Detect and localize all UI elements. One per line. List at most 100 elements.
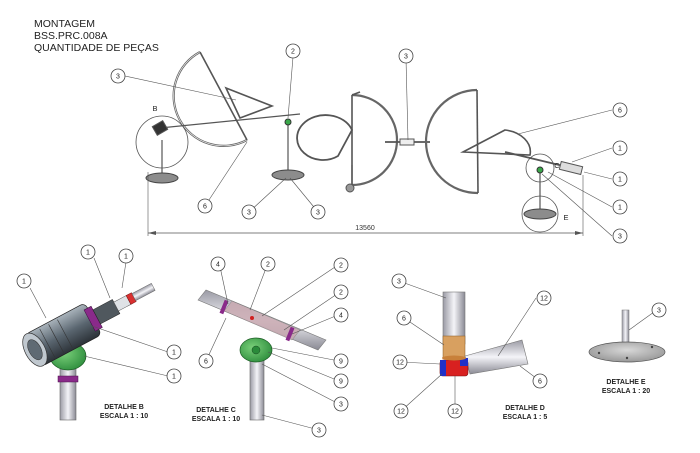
half-ring-3 (351, 93, 399, 187)
balloon-main-7: 1 (612, 199, 628, 215)
balloon-label: 3 (116, 74, 120, 81)
balloon-label: 9 (339, 359, 343, 366)
balloon-detail-c-4: 2 (333, 284, 349, 300)
balloon-detail-b-2: 1 (80, 244, 96, 260)
balloon-detail-c-5: 4 (333, 307, 349, 323)
detail-e-scale: ESCALA 1 : 20 (602, 388, 650, 395)
detail-e-letter: E (563, 213, 568, 222)
detail-b-leaders (29, 257, 169, 377)
balloon-detail-c-3: 2 (333, 257, 349, 273)
triangle-frame-2 (460, 129, 532, 156)
main-assembly-view (135, 51, 584, 236)
balloon-label: 4 (216, 262, 220, 269)
balloon-detail-d-4: 12 (536, 290, 552, 306)
balloon-label: 2 (291, 49, 295, 56)
balloon-detail-d-5: 12 (393, 403, 409, 419)
half-ring-1 (172, 51, 248, 147)
balloon-detail-c-8: 9 (333, 373, 349, 389)
balloon-label: 3 (404, 54, 408, 61)
main-leaders (124, 56, 613, 237)
item-balloons: 3 2 3 6 1 1 1 3 3 3 6 1 1 1 1 1 4 2 2 2 4 6 9 9 3 3 3 6 12 12 12 12 6 3 (16, 43, 667, 438)
balloon-main-1: 3 (110, 68, 126, 84)
balloon-detail-d-1: 3 (391, 273, 407, 289)
balloon-detail-c-2: 2 (260, 256, 276, 272)
balloon-detail-b-3: 1 (118, 248, 134, 264)
balloon-label: 1 (22, 279, 26, 286)
balloon-main-9: 3 (310, 204, 326, 220)
balloon-detail-d-2: 6 (396, 310, 412, 326)
half-ring-1-chord (199, 51, 248, 141)
detail-c-leaders (205, 261, 341, 431)
balloon-label: 12 (451, 409, 459, 416)
balloon-label: 6 (203, 204, 207, 211)
balloon-label: 1 (618, 177, 622, 184)
detail-c-title: DETALHE C (196, 407, 236, 414)
balloon-detail-d-3: 12 (392, 354, 408, 370)
balloon-detail-d-7: 6 (532, 373, 548, 389)
balloon-detail-b-5: 1 (166, 368, 182, 384)
balloon-main-6: 1 (612, 171, 628, 187)
balloon-label: 6 (204, 359, 208, 366)
balloon-label: 3 (657, 308, 661, 315)
balloon-detail-d-6: 12 (447, 403, 463, 419)
half-ring-1-inner (173, 51, 248, 147)
detail-e-title: DETALHE E (606, 379, 645, 386)
balloon-main-10: 3 (612, 228, 628, 244)
detail-b-scale: ESCALA 1 : 10 (100, 413, 148, 420)
balloon-label: 3 (618, 234, 622, 241)
balloon-main-2: 2 (285, 43, 301, 59)
balloon-label: 12 (396, 360, 404, 367)
detail-c-view (197, 289, 327, 421)
balloon-label: 1 (172, 350, 176, 357)
balloon-label: 6 (618, 108, 622, 115)
balloon-detail-c-6: 6 (198, 353, 214, 369)
balloon-label: 2 (339, 263, 343, 270)
title-line-1: MONTAGEM (34, 18, 96, 30)
balloon-label: 2 (266, 262, 270, 269)
detail-b-view (22, 282, 156, 421)
detail-b-letter: B (152, 104, 157, 113)
balloon-detail-c-9: 3 (333, 396, 349, 412)
balloon-label: 4 (339, 313, 343, 320)
detail-c-letter: C (554, 161, 560, 170)
balloon-detail-e-1: 3 (651, 302, 667, 318)
title-line-2: BSS.PRC.008A (34, 30, 108, 42)
detail-d-title: DETALHE D (505, 405, 545, 412)
balloon-label: 3 (339, 402, 343, 409)
balloon-label: 3 (317, 428, 321, 435)
balloon-label: 3 (397, 279, 401, 286)
balloon-label: 6 (402, 316, 406, 323)
detail-e-leader (628, 311, 655, 331)
balloon-label: 1 (618, 146, 622, 153)
detail-e-view (588, 309, 666, 363)
balloon-detail-c-1: 4 (210, 256, 226, 272)
balloon-detail-c-7: 9 (333, 353, 349, 369)
balloon-main-8: 3 (241, 204, 257, 220)
balloon-label: 1 (172, 374, 176, 381)
balloon-detail-b-4: 1 (166, 344, 182, 360)
main-shaft (159, 113, 301, 129)
detail-c-scale: ESCALA 1 : 10 (192, 416, 240, 423)
detail-d-view (439, 291, 529, 377)
detail-d-scale: ESCALA 1 : 5 (503, 414, 548, 421)
balloon-label: 1 (618, 205, 622, 212)
overall-dimension-label: 13560 (355, 225, 375, 232)
detail-b-title: DETALHE B (104, 404, 144, 411)
balloon-label: 3 (316, 210, 320, 217)
balloon-label: 6 (538, 379, 542, 386)
half-ring-4 (424, 88, 479, 195)
balloon-label: 9 (339, 379, 343, 386)
balloon-main-5: 1 (612, 140, 628, 156)
balloon-detail-c-10: 3 (311, 422, 327, 438)
balloon-detail-b-1: 1 (16, 273, 32, 289)
title-line-3: QUANTIDADE DE PEÇAS (34, 42, 159, 54)
balloon-label: 1 (124, 254, 128, 261)
balloon-label: 1 (86, 250, 90, 257)
balloon-label: 12 (540, 296, 548, 303)
balloon-label: 3 (247, 210, 251, 217)
balloon-main-3: 3 (398, 48, 414, 64)
balloon-main-4: 6 (612, 102, 628, 118)
balloon-label: 2 (339, 290, 343, 297)
balloon-main-11: 6 (197, 198, 213, 214)
